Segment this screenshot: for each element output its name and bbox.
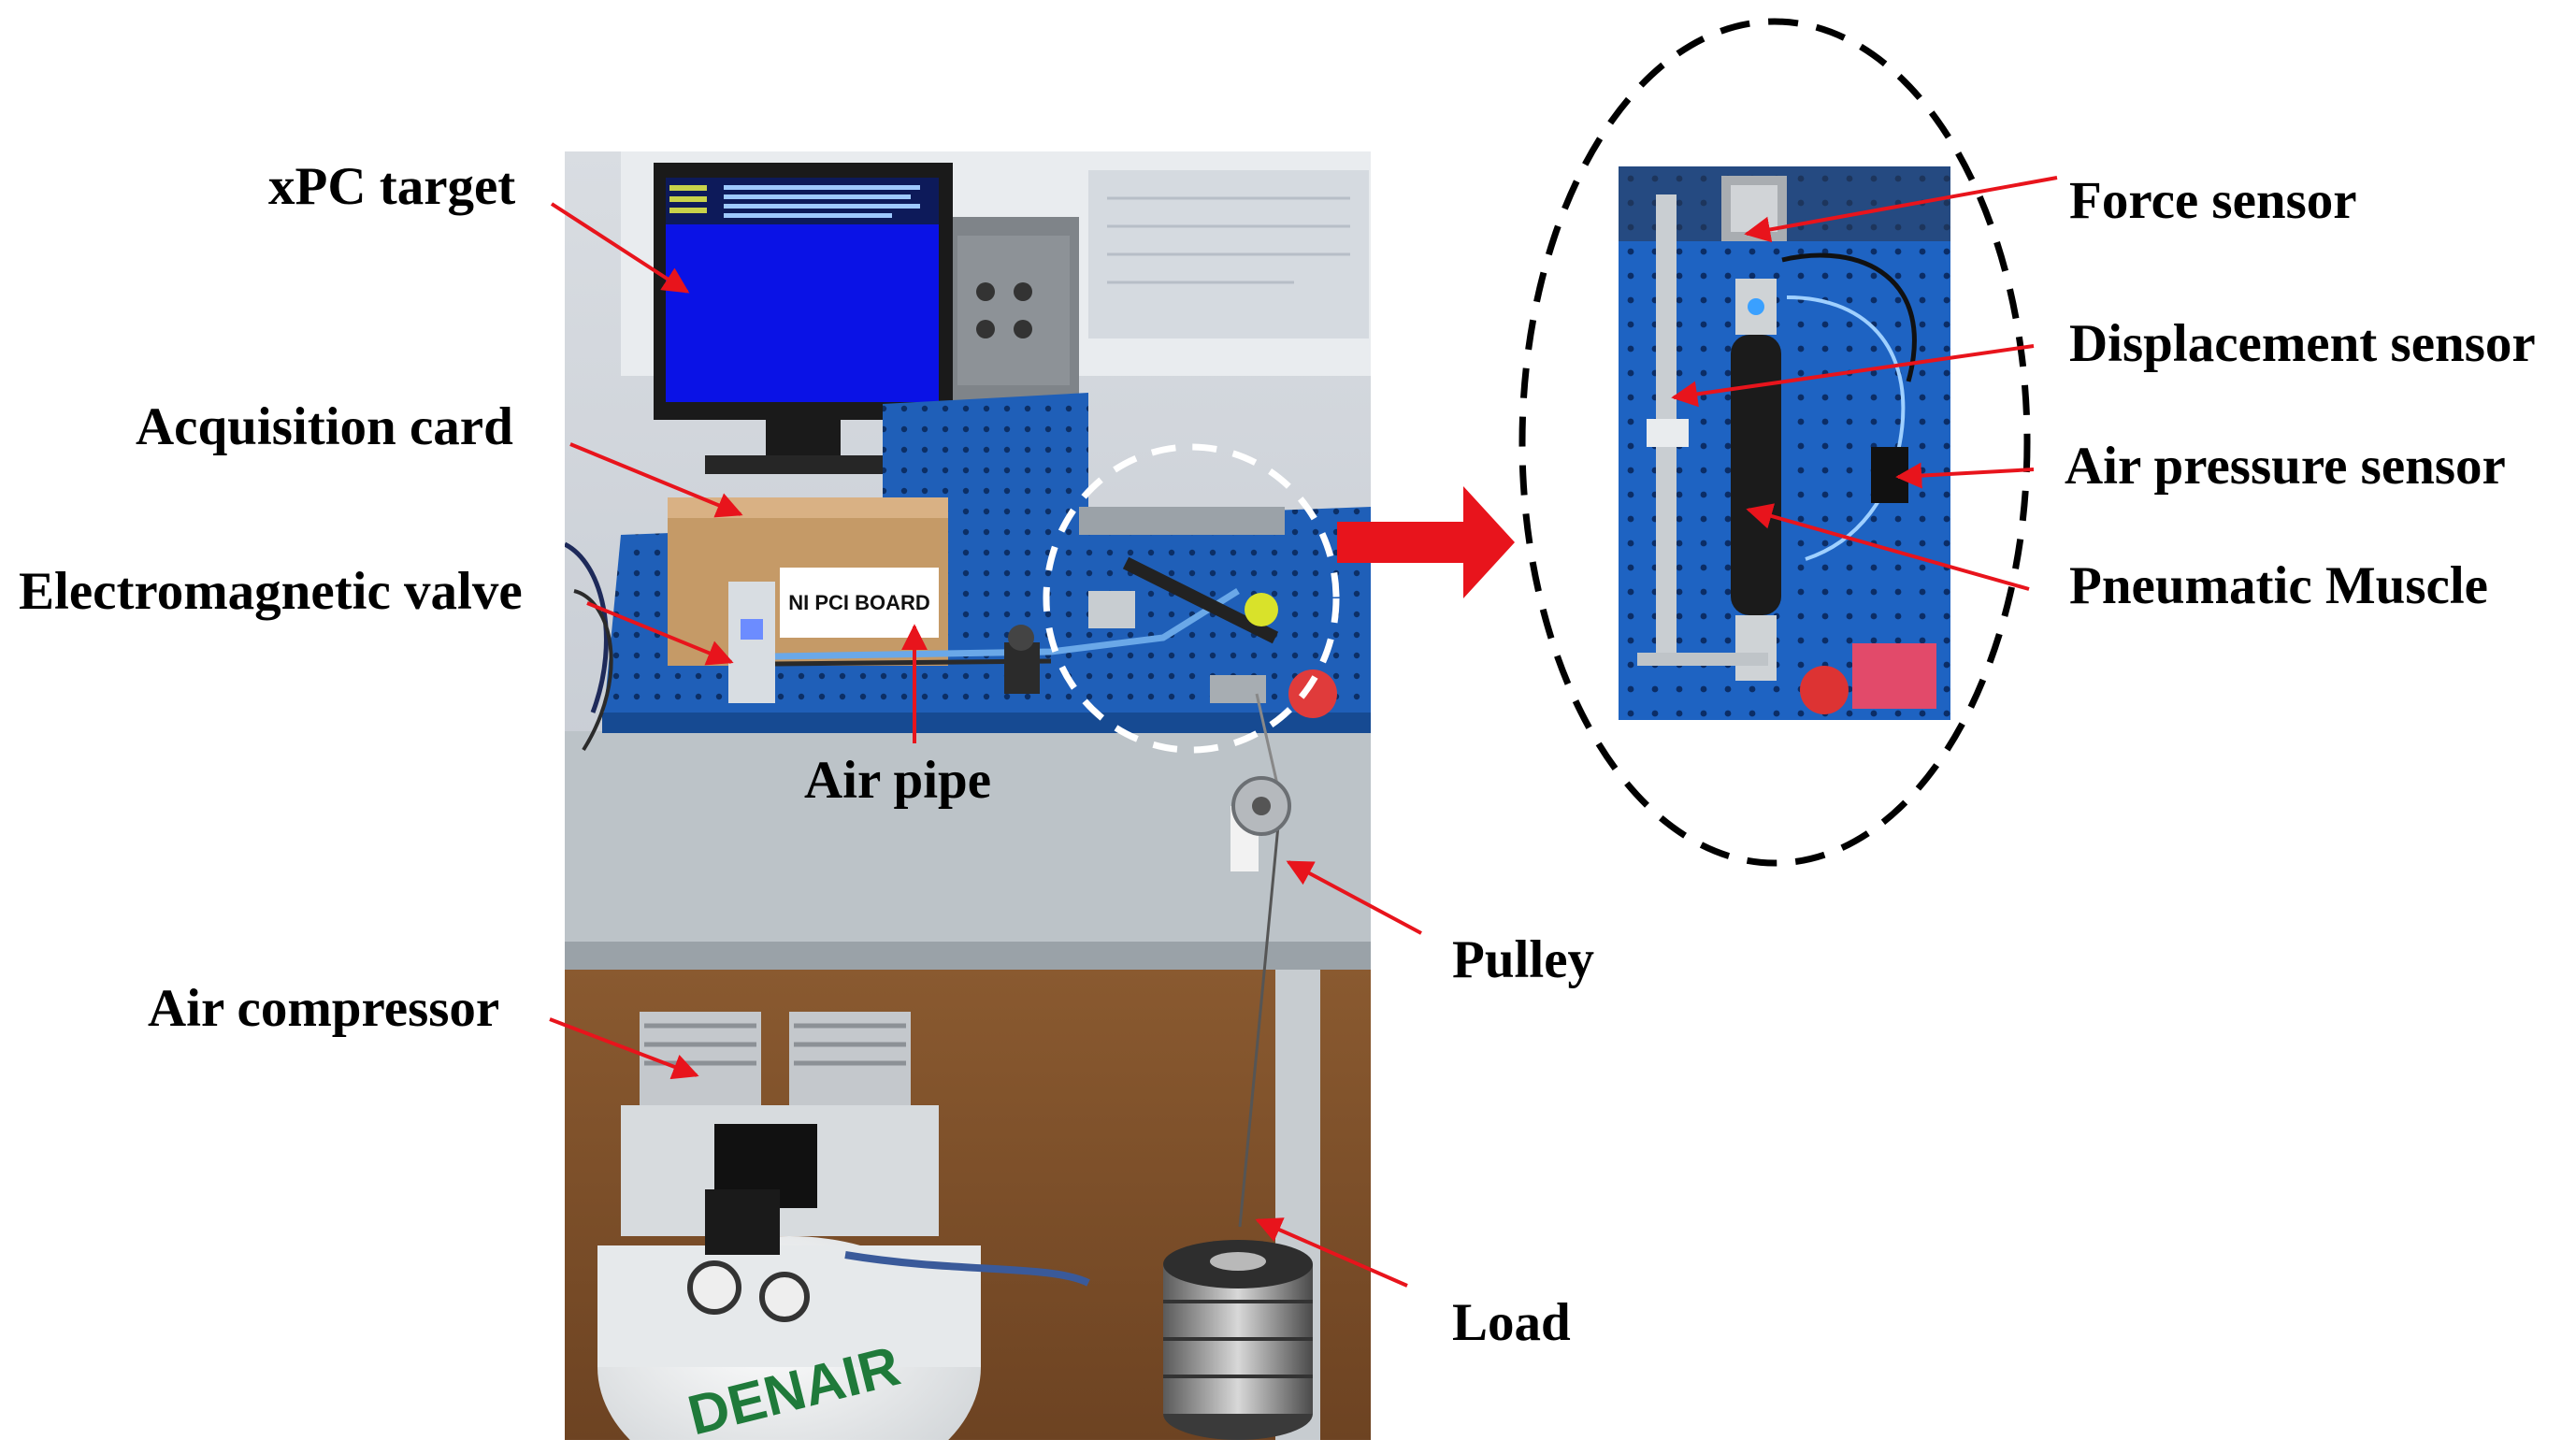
label-force-sensor: Force sensor — [2069, 171, 2357, 230]
arrow-pulley — [1286, 860, 1422, 935]
arrow-pneumatic-muscle — [1746, 503, 2030, 591]
label-load: Load — [1452, 1293, 1571, 1352]
label-air-pressure-sensor: Air pressure sensor — [2065, 437, 2506, 496]
main-setup-photo: NI PCI BOARD — [565, 151, 1371, 1440]
photo-board-label: NI PCI BOARD — [788, 591, 930, 614]
label-xpc-target: xPC target — [268, 157, 516, 216]
arrow-displacement-sensor — [1671, 344, 2035, 408]
arrow-air-pressure-sensor — [1895, 462, 2035, 489]
label-electromagnetic-valve: Electromagnetic valve — [19, 562, 523, 621]
arrow-electromagnetic-valve — [586, 601, 734, 666]
inset-muscle-photo — [1619, 166, 1950, 720]
arrow-load — [1255, 1217, 1408, 1288]
label-air-pipe: Air pipe — [804, 751, 992, 810]
arrow-xpc-target — [550, 202, 690, 294]
inset-dashed-ellipse — [1518, 18, 2031, 867]
arrow-acquisition-card — [569, 442, 743, 518]
label-pneumatic-muscle: Pneumatic Muscle — [2069, 556, 2488, 615]
label-pulley: Pulley — [1452, 930, 1594, 989]
arrow-air-compressor — [549, 1017, 699, 1080]
label-displacement-sensor: Displacement sensor — [2069, 314, 2536, 373]
label-air-compressor: Air compressor — [148, 979, 500, 1038]
zoom-source-ellipse — [1043, 443, 1340, 754]
arrow-force-sensor — [1744, 176, 2058, 243]
label-acquisition-card: Acquisition card — [136, 397, 513, 456]
zoom-block-arrow — [1337, 486, 1515, 598]
